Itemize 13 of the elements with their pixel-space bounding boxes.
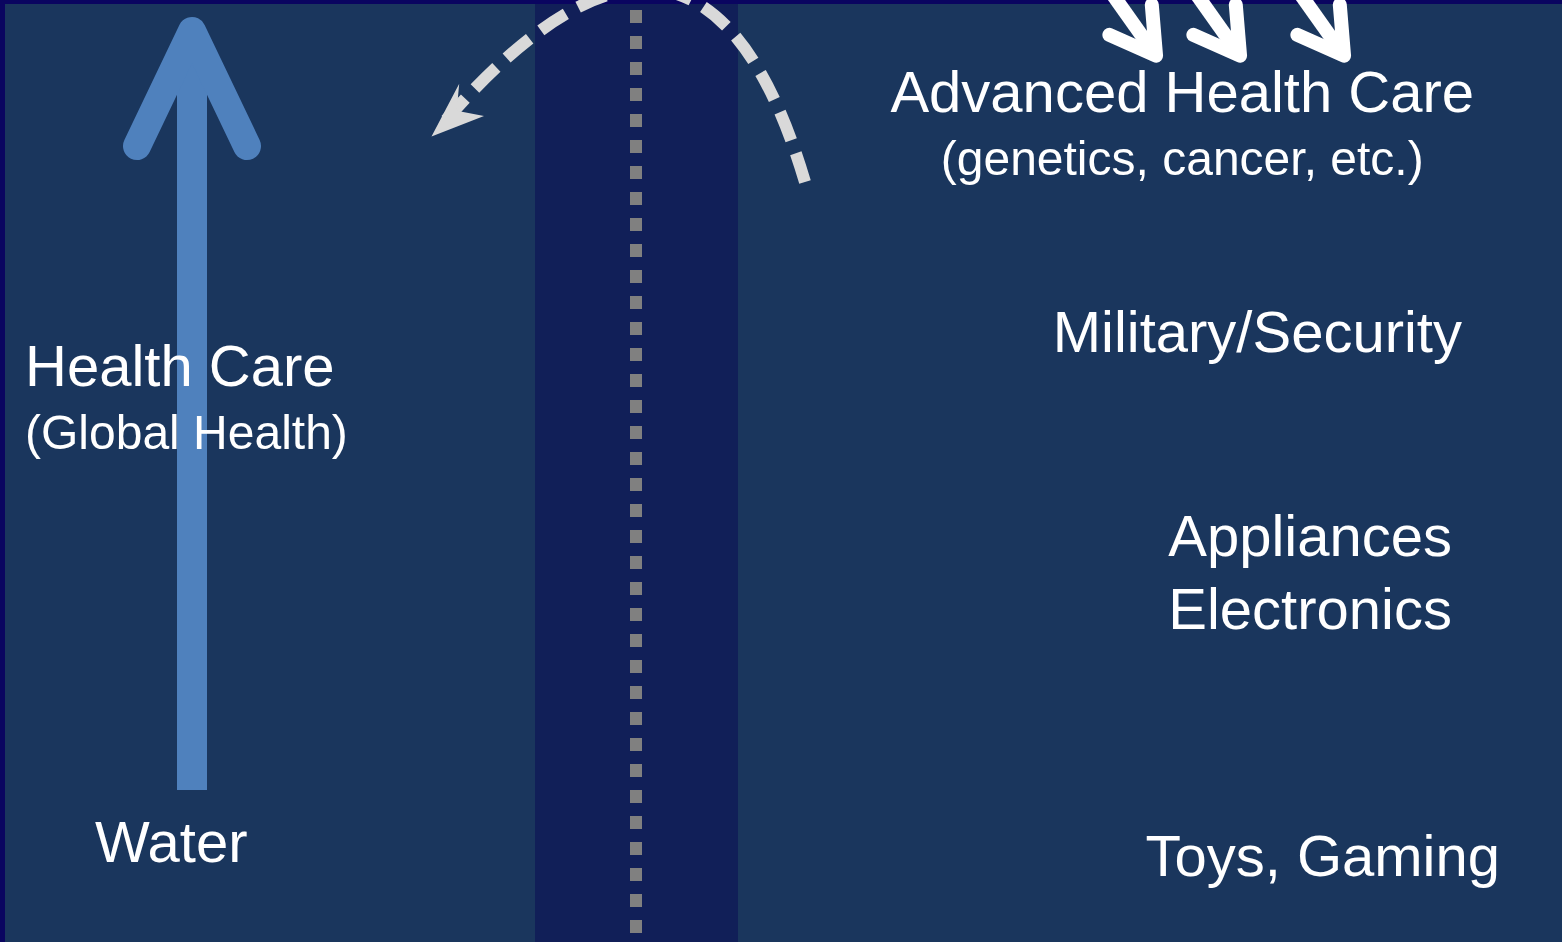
category-subtitle: (Global Health) bbox=[25, 404, 348, 461]
arrow bbox=[1102, 0, 1164, 63]
category-subtitle: (genetics, cancer, etc.) bbox=[939, 130, 1425, 187]
category-label: Health Care bbox=[25, 332, 336, 400]
category-label: Appliances bbox=[1168, 502, 1452, 570]
arrow bbox=[1186, 0, 1248, 63]
category-subtitle: Electronics bbox=[1168, 574, 1452, 643]
category-label: Advanced Health Care bbox=[890, 58, 1474, 126]
category-label: Toys, Gaming bbox=[1145, 820, 1500, 893]
arrow bbox=[123, 17, 261, 790]
arrow bbox=[1290, 0, 1352, 63]
category-label: Water bbox=[95, 806, 248, 879]
category-label: Military/Security bbox=[1052, 296, 1462, 369]
